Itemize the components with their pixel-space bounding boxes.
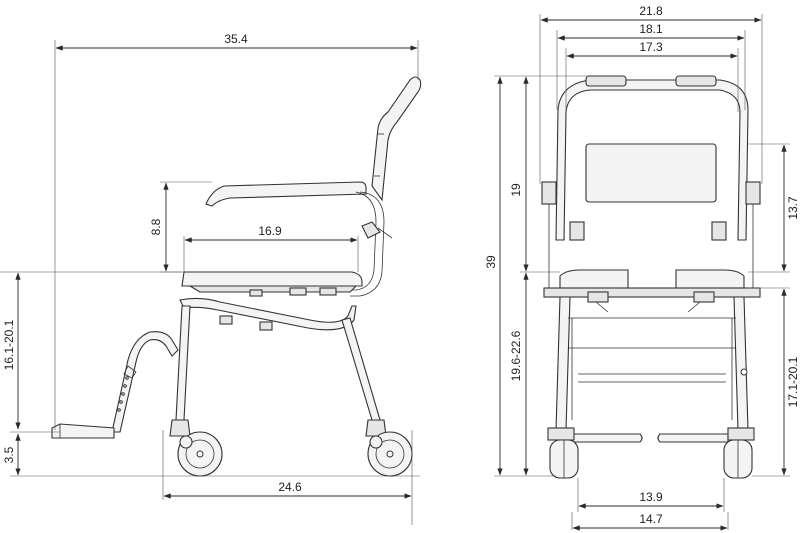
label-overall-height: 39 xyxy=(484,255,498,269)
dimension-labels: 35.4 8.8 16.9 16.1-20.1 3.5 24.6 21.8 18… xyxy=(2,4,800,526)
label-overall-width: 21.8 xyxy=(639,4,663,18)
label-seat-to-floor-range: 17.1-20.1 xyxy=(786,356,800,407)
side-rear-caster xyxy=(367,431,413,477)
label-backrest-height: 19 xyxy=(509,183,523,197)
label-seat-depth: 16.9 xyxy=(258,224,282,238)
label-overall-length: 35.4 xyxy=(224,32,248,46)
label-seat-width: 17.3 xyxy=(639,40,663,54)
front-view-chair xyxy=(541,75,761,479)
front-right-caster xyxy=(723,427,755,479)
front-view-dimensions xyxy=(494,14,790,531)
label-base-length: 24.6 xyxy=(278,480,302,494)
label-armrest-height: 8.8 xyxy=(149,218,163,235)
height-adjust-holes xyxy=(117,376,129,412)
label-backrest-panel-height: 13.7 xyxy=(786,196,800,220)
label-outer-wheel-width: 14.7 xyxy=(639,512,663,526)
label-width-between-armrests: 18.1 xyxy=(639,22,663,36)
label-inner-wheel-width: 13.9 xyxy=(639,490,663,504)
side-front-caster xyxy=(177,431,223,477)
label-footrest-clearance: 3.5 xyxy=(2,446,16,463)
side-view-dimensions xyxy=(0,40,420,525)
label-seat-height-range: 19.6-22.6 xyxy=(509,330,523,381)
front-left-caster xyxy=(547,427,579,479)
label-footrest-height-range: 16.1-20.1 xyxy=(2,319,16,370)
side-view-chair xyxy=(51,76,422,477)
